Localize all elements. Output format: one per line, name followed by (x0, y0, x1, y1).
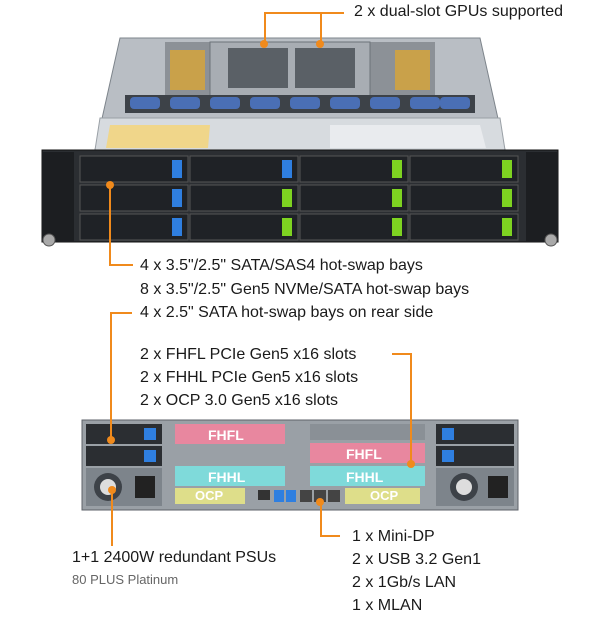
rear-drive-bays-left (86, 424, 162, 466)
gpu-callout-dot-2 (316, 40, 324, 48)
drive-latch (392, 160, 402, 178)
fhfl-slot-left (175, 424, 285, 444)
drive-bay (409, 184, 519, 212)
drive-latch (502, 189, 512, 207)
ports-line-1: 1 x Mini-DP (352, 528, 435, 545)
psu-callout-subtitle: 80 PLUS Platinum (72, 572, 179, 587)
drive-bay (409, 213, 519, 241)
drive-latch (282, 160, 292, 178)
front-bays-callout-line-h (109, 264, 133, 266)
ports-callout-line-v (320, 502, 322, 536)
front-bays-callout-line-v (109, 185, 111, 265)
drive-bay (409, 155, 519, 183)
slots-callout-dot (407, 460, 415, 468)
slots-callout-line-h (392, 353, 412, 355)
ports-callout-line-h (320, 535, 340, 537)
gpu-callout-dot-1 (260, 40, 268, 48)
slots-line-2: 2 x FHHL PCIe Gen5 x16 slots (140, 369, 359, 386)
front-drive-bays (79, 155, 519, 241)
drive-latch (282, 189, 292, 207)
ocp-slot-right (345, 488, 420, 504)
ports-line-3: 2 x 1Gb/s LAN (352, 574, 457, 591)
gpu-callout-text: 2 x dual-slot GPUs supported (354, 3, 563, 20)
fhhl-slot-right (310, 466, 425, 486)
psu-callout-line-v (111, 490, 113, 546)
server-interior (94, 37, 506, 151)
psu-callout-dot (108, 486, 116, 494)
fhhl-label-left: FHHL (208, 469, 246, 485)
ports-line-4: 1 x MLAN (352, 597, 423, 614)
ports-callout-dot (316, 498, 324, 506)
drive-bay (299, 184, 409, 212)
rear-drive-bays-right (436, 424, 514, 466)
psu-callout-title: 1+1 2400W redundant PSUs (72, 549, 277, 566)
drive-bay (189, 184, 299, 212)
drive-bay (79, 213, 189, 241)
rear-bays-callout-line-v (110, 312, 112, 440)
gpu-callout-line-v2 (320, 12, 322, 42)
drive-bay (189, 155, 299, 183)
drive-latch (392, 218, 402, 236)
drive-bay (79, 155, 189, 183)
drive-latch (172, 160, 182, 178)
slots-callout-line-v (410, 353, 412, 463)
psu-left (86, 468, 162, 506)
slots-line-1: 2 x FHFL PCIe Gen5 x16 slots (140, 346, 357, 363)
drive-latch (172, 189, 182, 207)
drive-latch (502, 218, 512, 236)
slots-line-3: 2 x OCP 3.0 Gen5 x16 slots (140, 392, 339, 409)
fhfl-label-right: FHFL (346, 446, 382, 462)
drive-bay (299, 155, 409, 183)
fhhl-label-right: FHHL (346, 469, 384, 485)
fhfl-slot-right (310, 443, 425, 463)
rear-bays-callout-dot (107, 436, 115, 444)
front-bays-line-3: 4 x 2.5" SATA hot-swap bays on rear side (140, 304, 434, 321)
fhhl-slot-left (175, 466, 285, 486)
fhfl-label-left: FHFL (208, 427, 244, 443)
gpu-callout-line-v1 (264, 12, 266, 42)
rear-bays-callout-line-h (110, 312, 132, 314)
ocp-label-right: OCP (370, 488, 399, 503)
ports-line-2: 2 x USB 3.2 Gen1 (352, 551, 481, 568)
ocp-label-left: OCP (195, 488, 224, 503)
drive-bay (299, 213, 409, 241)
ocp-slot-left (175, 488, 245, 504)
rear-io-ports (258, 490, 340, 502)
psu-right (436, 468, 514, 506)
drive-bay (189, 213, 299, 241)
drive-bay (79, 184, 189, 212)
drive-latch (172, 218, 182, 236)
front-bays-line-2: 8 x 3.5"/2.5" Gen5 NVMe/SATA hot-swap ba… (140, 281, 470, 298)
drive-latch (282, 218, 292, 236)
gpu-callout-line-h (264, 12, 344, 14)
front-bays-line-1: 4 x 3.5"/2.5" SATA/SAS4 hot-swap bays (140, 257, 423, 274)
drive-latch (392, 189, 402, 207)
drive-latch (502, 160, 512, 178)
